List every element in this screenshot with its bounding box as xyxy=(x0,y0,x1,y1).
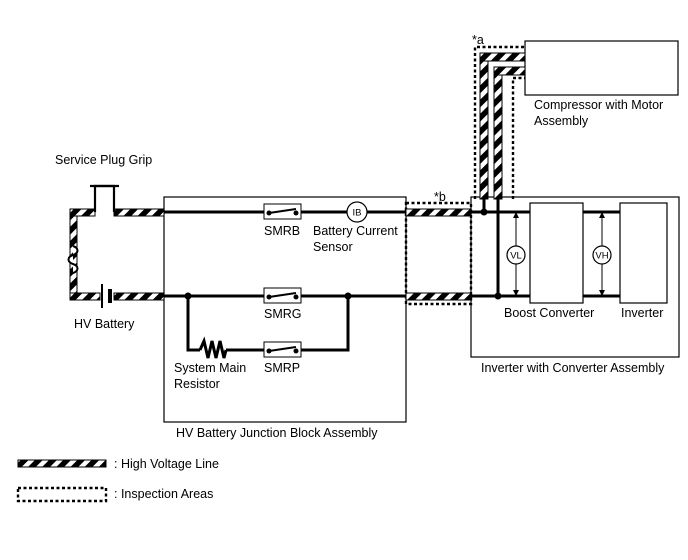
boost-converter-label: Boost Converter xyxy=(504,306,594,320)
service-plug-grip-icon xyxy=(93,184,116,212)
vh-sensor xyxy=(592,212,612,296)
boost-converter-box xyxy=(529,202,584,304)
legend-inspection-label: : Inspection Areas xyxy=(114,487,213,501)
vl-sensor-label: VL xyxy=(510,251,522,262)
ib-sensor-icon xyxy=(346,201,368,223)
legend-high-voltage-label: : High Voltage Line xyxy=(114,457,219,471)
legend-high-voltage-swatch xyxy=(17,459,107,468)
internal-wiring xyxy=(164,199,620,352)
ib-sensor-label: IB xyxy=(353,208,362,219)
inspection-area-a xyxy=(473,45,525,199)
relay-smrg xyxy=(263,287,302,304)
junction-block-label: HV Battery Junction Block Assembly xyxy=(176,426,378,440)
resistor-zigzag-icon xyxy=(198,336,228,359)
legend-inspection-swatch xyxy=(16,486,108,503)
fuse-coil-icon xyxy=(67,245,79,274)
high-voltage-lines xyxy=(69,52,526,301)
vh-sensor-label: VH xyxy=(595,251,608,262)
compressor-label-1: Compressor with Motor xyxy=(534,98,663,112)
battery-cell-icon xyxy=(101,284,112,308)
smrg-label: SMRG xyxy=(264,307,302,321)
inspection-area-b xyxy=(404,201,473,306)
inverter-label: Inverter xyxy=(621,306,663,320)
inverter-assembly-box xyxy=(470,196,680,358)
relay-smrp xyxy=(263,341,302,358)
marker-a-label: *a xyxy=(472,33,484,47)
vl-sensor xyxy=(506,212,526,296)
inverter-box xyxy=(619,202,668,304)
junction-block-box xyxy=(163,196,407,423)
smrp-label: SMRP xyxy=(264,361,300,375)
inverter-assembly-label: Inverter with Converter Assembly xyxy=(481,361,665,375)
system-main-resistor-label-2: Resistor xyxy=(174,377,220,391)
battery-current-sensor-label-2: Sensor xyxy=(313,240,353,254)
junction-dots xyxy=(184,208,502,300)
service-plug-grip-label: Service Plug Grip xyxy=(55,153,152,167)
compressor-box xyxy=(524,40,679,96)
smrb-label: SMRB xyxy=(264,224,300,238)
marker-b-label: *b xyxy=(434,190,446,204)
system-main-resistor-label-1: System Main xyxy=(174,361,246,375)
battery-current-sensor-label-1: Battery Current xyxy=(313,224,398,238)
hv-battery-label: HV Battery xyxy=(74,317,135,331)
compressor-label-2: Assembly xyxy=(534,114,589,128)
relay-smrb xyxy=(263,203,302,220)
